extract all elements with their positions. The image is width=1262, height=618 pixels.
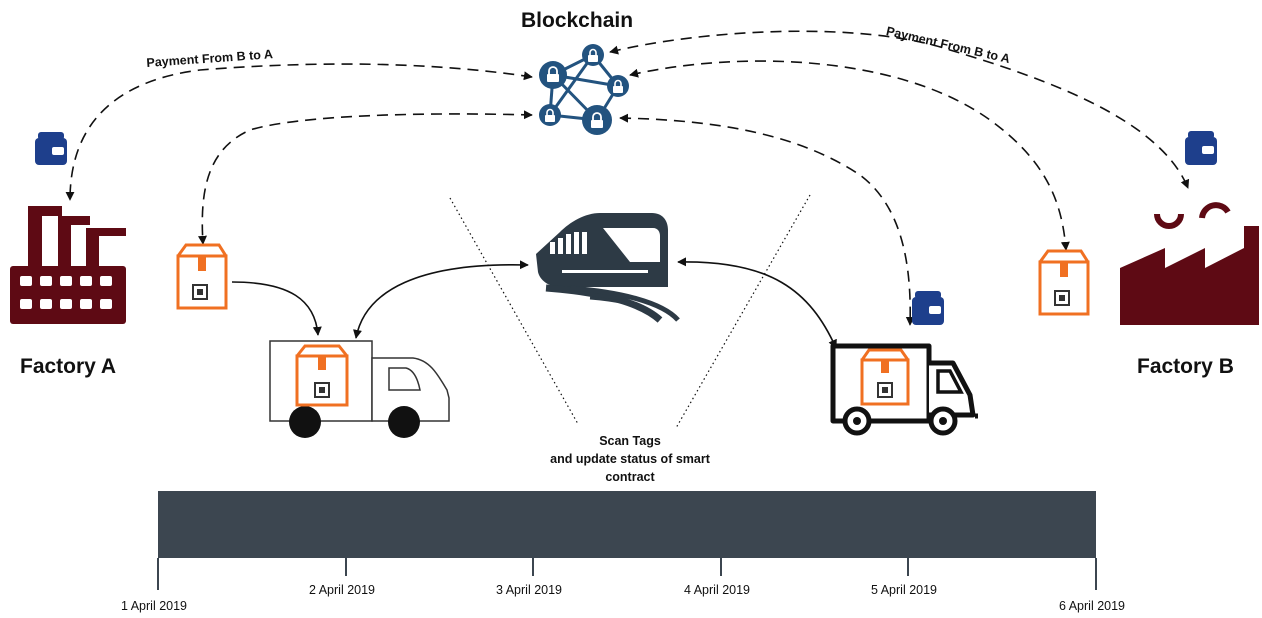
- factory-b-label: Factory B: [1137, 355, 1234, 378]
- factory-a-label: Factory A: [20, 355, 117, 378]
- timeline-date: 3 April 2019: [495, 583, 563, 597]
- timeline-date: 1 April 2019: [120, 599, 188, 613]
- package-tag-icon: [1038, 249, 1090, 316]
- timeline-bar: [158, 491, 1096, 558]
- timeline-date: 4 April 2019: [683, 583, 751, 597]
- dotted-lines: [449, 194, 811, 429]
- train-truck-b-arrow: [677, 257, 837, 349]
- solid-connectors: [231, 257, 837, 349]
- timeline-date: 2 April 2019: [308, 583, 376, 597]
- scan-note: Scan Tags and update status of smart con…: [520, 432, 740, 486]
- wallet-icon: [35, 132, 67, 165]
- scan-note-line-1: Scan Tags: [599, 434, 661, 448]
- blockchain-network-icon: [539, 44, 629, 135]
- scan-note-line-2: and update status of smart: [550, 452, 710, 466]
- truck-icon: [830, 343, 978, 436]
- timeline-ticks: [157, 558, 1097, 590]
- package-tag-icon: [176, 243, 228, 310]
- tag-arrow-box-a: [198, 110, 533, 245]
- tag-arrow-box-b: [629, 60, 1070, 251]
- train-icon: [536, 213, 680, 323]
- timeline-date: 5 April 2019: [870, 583, 938, 597]
- dashed-connectors: [65, 30, 1190, 326]
- payment-arrow-to-factory-a: [65, 63, 533, 201]
- truck-a-train-arrow: [353, 260, 529, 339]
- factory-b-icon: [1120, 202, 1259, 325]
- factory-a-icon: [10, 206, 126, 324]
- payment-arrow-to-factory-b: [609, 30, 1190, 189]
- truck-icon: [269, 340, 450, 438]
- wallet-icon: [912, 291, 944, 325]
- box-to-truck-a-arrow: [231, 281, 322, 336]
- tag-arrow-truck-b: [619, 113, 915, 326]
- wallet-icon: [1185, 131, 1217, 165]
- blockchain-title: Blockchain: [521, 9, 634, 32]
- timeline-date: 6 April 2019: [1058, 599, 1126, 613]
- scan-note-line-3: contract: [605, 470, 655, 484]
